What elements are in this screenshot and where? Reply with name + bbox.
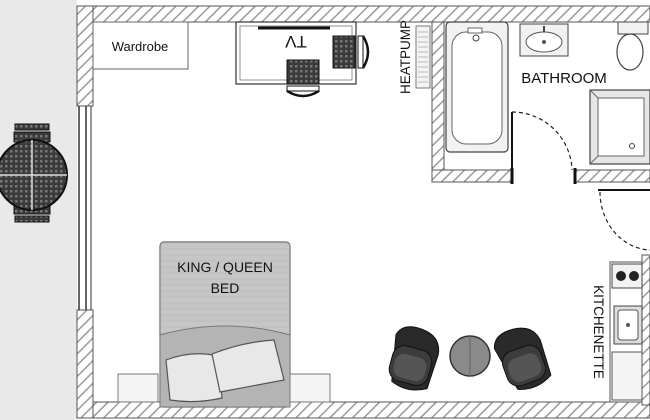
entry-door [598, 189, 650, 251]
kitchenette-wall [641, 254, 650, 406]
toilet [616, 21, 649, 71]
heatpump: HEATPUMP [398, 20, 431, 94]
wardrobe-label: Wardrobe [112, 39, 169, 54]
sliding-door [78, 106, 92, 310]
armchair-right [493, 327, 552, 390]
nightstand-right [289, 373, 331, 403]
bathroom-label: BATHROOM [521, 70, 607, 87]
armchair-left [388, 326, 440, 391]
cooktop [611, 263, 643, 289]
bathroom-walls [431, 21, 650, 184]
bed-pillows [165, 339, 285, 403]
wardrobe: Wardrobe [92, 21, 189, 70]
bathroom-door [511, 111, 573, 171]
kitchenette: KITCHENETTE [591, 261, 643, 403]
patio-table-set [0, 123, 68, 223]
desk-chair-right [332, 35, 370, 69]
bed-label-line2: BED [211, 280, 240, 296]
kitchenette-label: KITCHENETTE [591, 285, 606, 379]
tv-desk: TV [235, 21, 370, 98]
bed-label-line1: KING / QUEEN [177, 259, 273, 275]
desk-chair-bottom [286, 59, 320, 98]
nightstand-left [117, 373, 159, 403]
kitchen-sink [613, 305, 643, 345]
fridge [611, 351, 643, 401]
bathroom-sink [519, 23, 569, 57]
shower [589, 89, 650, 165]
tv-label: TV [284, 32, 306, 51]
bathtub [445, 21, 509, 153]
heatpump-label: HEATPUMP [398, 20, 413, 94]
